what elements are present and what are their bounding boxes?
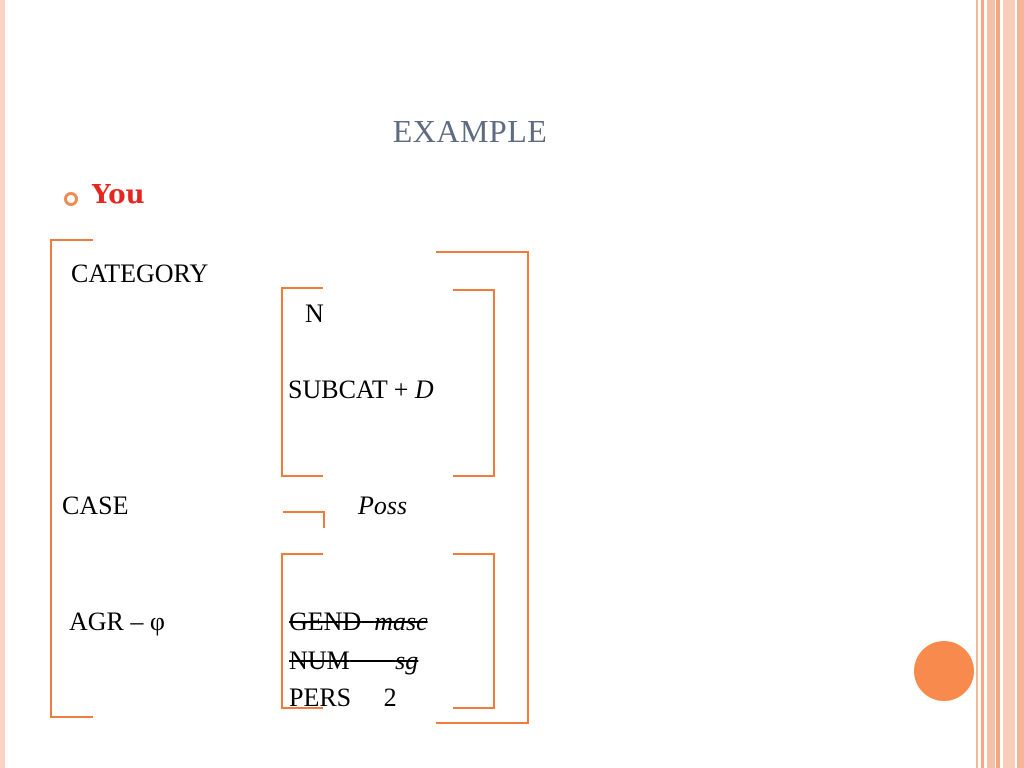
gend-value: masc <box>374 607 428 636</box>
bullet-text: You <box>92 180 145 210</box>
decorative-circle <box>914 641 974 701</box>
right-stripe <box>1017 0 1024 768</box>
subcat-feature: SUBCAT + D <box>288 377 434 403</box>
slide-title: EXAMPLE <box>392 113 548 149</box>
num-label: NUM <box>289 646 350 675</box>
pers-feature: PERS 2 <box>289 685 397 711</box>
pers-label: PERS <box>289 683 352 712</box>
gend-feature: GEND masc <box>289 609 477 635</box>
right-stripe <box>996 0 1000 768</box>
num-value: sg <box>395 646 419 675</box>
right-stripe <box>987 0 995 768</box>
left-edge-stripe <box>0 0 5 768</box>
subcat-value: D <box>414 375 434 404</box>
num-feature: NUM sg <box>289 648 449 674</box>
right-stripe <box>1003 0 1015 768</box>
right-stripe <box>981 0 984 768</box>
bullet-circle-icon <box>64 192 78 206</box>
category-label: CATEGORY <box>71 259 209 288</box>
agr-label: AGR – φ <box>69 607 165 636</box>
case-label: CASE <box>62 491 129 520</box>
pers-value: 2 <box>383 683 397 712</box>
right-stripe <box>976 0 978 768</box>
case-value: Poss <box>358 491 408 520</box>
category-value: N <box>305 299 324 328</box>
gend-label: GEND <box>289 607 362 636</box>
subcat-label: SUBCAT + <box>288 375 415 404</box>
